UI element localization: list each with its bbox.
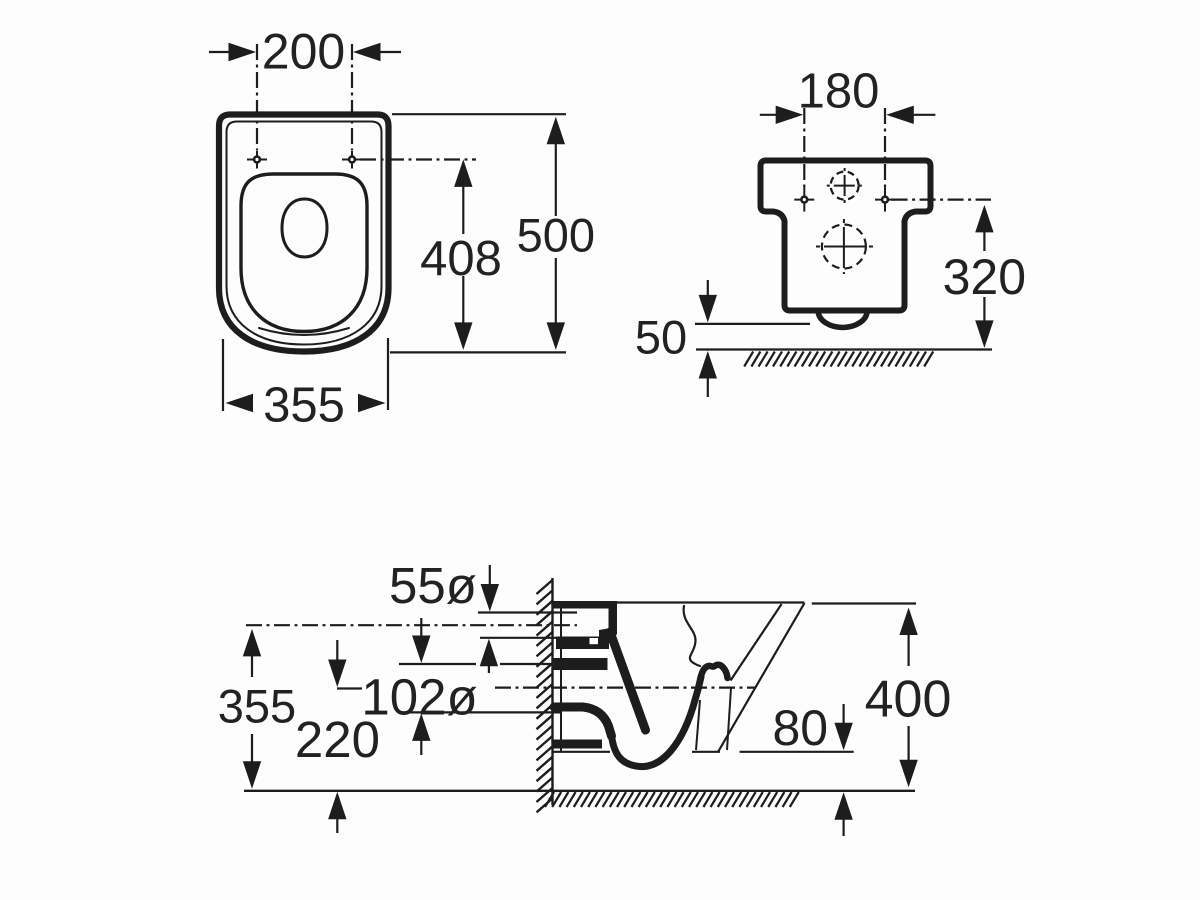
svg-text:50: 50 [635,311,687,364]
svg-text:408: 408 [420,232,502,286]
svg-text:500: 500 [517,209,595,262]
svg-text:102ø: 102ø [361,669,477,726]
svg-text:180: 180 [798,65,880,119]
svg-text:220: 220 [295,711,380,768]
svg-text:200: 200 [262,24,345,80]
svg-text:355: 355 [218,680,296,733]
svg-text:80: 80 [772,700,828,756]
svg-text:355: 355 [263,379,345,433]
svg-text:55ø: 55ø [389,557,477,614]
svg-text:400: 400 [865,671,952,729]
svg-text:320: 320 [943,249,1026,305]
